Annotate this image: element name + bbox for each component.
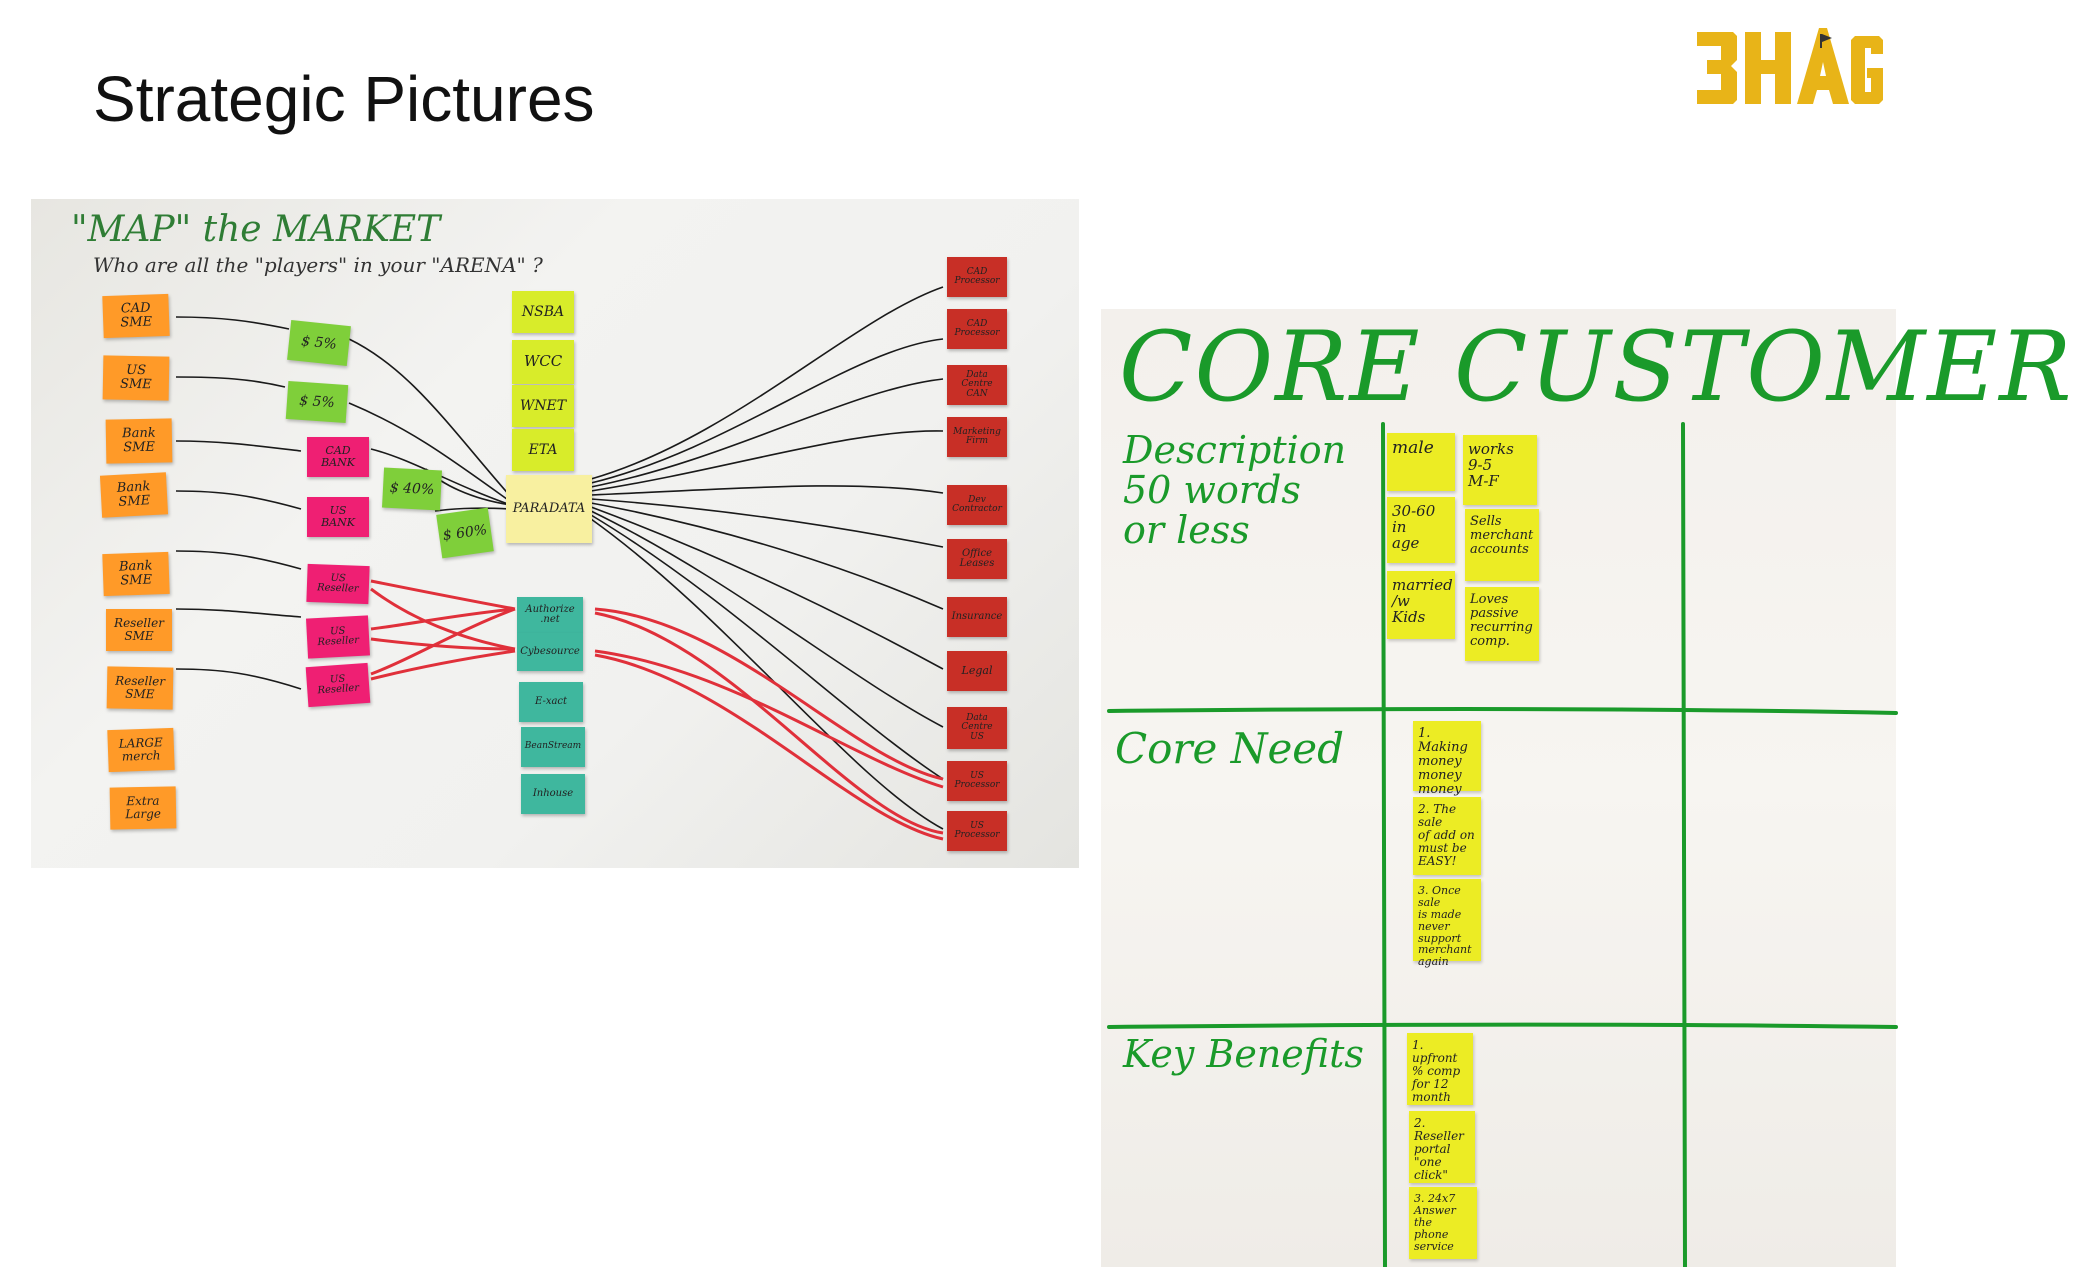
core-need-label: Core Need [1115, 724, 1345, 773]
slide-title: Strategic Pictures [93, 63, 595, 135]
association-note: WCC [512, 340, 574, 384]
gateway-note: Authorize .net [517, 597, 583, 633]
description-note: Sells merchant accounts [1465, 509, 1539, 581]
description-note: male [1387, 433, 1455, 491]
connection-lines [175, 286, 944, 841]
core-need-note: 3. Once sale is made never support merch… [1413, 879, 1481, 968]
gateway-note: Inhouse [521, 774, 585, 814]
supplier-note: US Processor [947, 811, 1007, 851]
supplier-note: US Processor [947, 761, 1007, 801]
share-note: $ 60% [436, 507, 494, 559]
customer-note: Bank SME [99, 472, 169, 518]
channel-note: US Reseller [306, 563, 370, 605]
description-note: married /w Kids [1387, 571, 1455, 639]
supplier-note: Office Leases [947, 539, 1007, 579]
supplier-note: Data Centre US [947, 707, 1007, 749]
core-need-note: 2. The sale of add on must be EASY! [1413, 797, 1481, 875]
supplier-note: CAD Processor [947, 257, 1007, 297]
customer-note: CAD SME [102, 293, 170, 339]
description-label: Description 50 words or less [1123, 428, 1347, 552]
supplier-note: CAD Processor [947, 309, 1007, 349]
supplier-note: Dev Contractor [947, 485, 1007, 525]
3hag-logo [1693, 14, 1883, 112]
association-note: NSBA [512, 291, 574, 333]
share-note: $ 5% [285, 380, 349, 424]
channel-note: US Reseller [305, 662, 371, 708]
description-note: Loves passive recurring comp. [1465, 587, 1539, 661]
customer-note: LARGE merch [107, 727, 175, 773]
channel-note: CAD BANK [307, 437, 369, 477]
core-customer-title: CORE CUSTOMER [1119, 311, 2074, 423]
share-note: $ 5% [287, 319, 351, 367]
key-benefit-note: 2. Reseller portal "one click" [1409, 1111, 1475, 1183]
customer-note: Extra Large [109, 786, 177, 830]
customer-note: US SME [102, 355, 170, 401]
map-question: Who are all the "players" in your "ARENA… [93, 253, 543, 277]
association-note: WNET [512, 385, 574, 427]
map-heading: "MAP" the MARKET [71, 209, 441, 250]
customer-note: Reseller SME [106, 609, 172, 651]
customer-note: Bank SME [102, 551, 170, 597]
description-note: works 9-5 M-F [1463, 435, 1537, 505]
supplier-note: Data Centre CAN [947, 365, 1007, 405]
share-note: $ 40% [381, 467, 443, 511]
key-benefits-label: Key Benefits [1123, 1032, 1364, 1076]
supplier-note: Legal [947, 651, 1007, 691]
company-note: PARADATA [506, 475, 592, 543]
map-the-market-photo: "MAP" the MARKET Who are all the "player… [31, 199, 1079, 868]
gateway-note: Cybesource [517, 633, 583, 671]
gateway-note: E-xact [519, 682, 583, 722]
supplier-note: Marketing Firm [947, 417, 1007, 457]
supplier-note: Insurance [947, 597, 1007, 637]
customer-note: Reseller SME [106, 666, 174, 710]
core-customer-grid [1107, 422, 1898, 1267]
key-benefit-note: 3. 24x7 Answer the phone service [1409, 1187, 1477, 1259]
core-need-note: 1. Making money money money [1413, 721, 1481, 797]
association-note: ETA [512, 429, 574, 471]
channel-note: US BANK [307, 497, 369, 537]
key-benefit-note: 1. upfront % comp for 12 month [1407, 1033, 1473, 1105]
core-customer-photo: CORE CUSTOMER Description 50 words or le… [1101, 309, 2072, 1267]
customer-note: Bank SME [105, 418, 173, 464]
gateway-note: BeanStream [521, 727, 585, 767]
description-note: 30-60 in age [1387, 497, 1455, 563]
channel-note: US Reseller [305, 615, 371, 659]
